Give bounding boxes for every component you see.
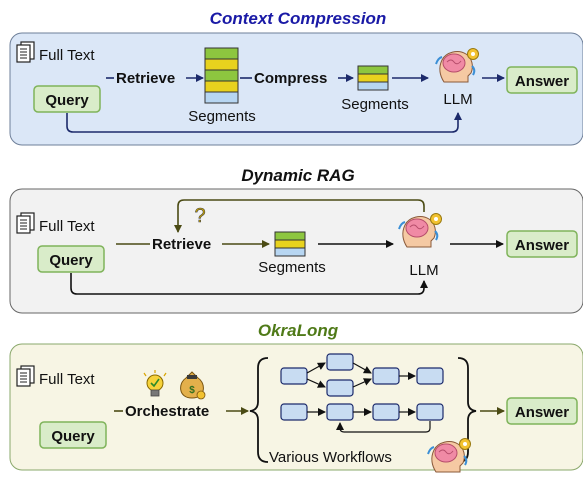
answer-box-1 <box>506 66 578 94</box>
retrieve-label: Retrieve <box>116 70 175 87</box>
document-icon <box>16 41 35 63</box>
panel2-title: Dynamic RAG <box>241 166 354 185</box>
arrow-query-to-llm-1 <box>66 112 462 133</box>
panel1-frame <box>9 32 583 146</box>
question-mark: ? <box>194 205 205 227</box>
feedback-loop-arrow <box>174 199 425 233</box>
answer-label-3: Answer <box>515 404 569 421</box>
compress-label: Compress <box>254 70 327 87</box>
lightbulb-icon <box>143 370 167 397</box>
workflow-graph-2 <box>280 403 444 433</box>
segments-stack-full <box>204 47 239 104</box>
full-text-label-3: Full Text <box>39 371 95 388</box>
segments-stack-compressed <box>357 65 389 91</box>
answer-label-1: Answer <box>515 73 569 90</box>
answer-box-2 <box>506 230 578 258</box>
money-bag-icon: $ <box>180 371 206 400</box>
panel1-title: Context Compression <box>210 9 387 28</box>
segments-label-1: Segments <box>188 108 256 125</box>
full-text-label: Full Text <box>39 47 95 64</box>
panel3-title: OkraLong <box>258 321 339 340</box>
query-box-3 <box>39 421 107 449</box>
llm-label-2: LLM <box>409 262 438 279</box>
document-icon <box>16 212 35 234</box>
svg-text:$: $ <box>189 385 195 396</box>
segments-label-2: Segments <box>341 96 409 113</box>
query-box-2 <box>37 245 105 273</box>
orchestrate-label: Orchestrate <box>125 403 209 420</box>
segments-label-3: Segments <box>258 259 326 276</box>
query-label-3: Query <box>51 428 95 445</box>
answer-box-3 <box>506 397 578 425</box>
document-icon <box>16 365 35 387</box>
query-box <box>33 85 101 113</box>
arrow-query-to-llm-2 <box>70 273 428 295</box>
retrieve-label-2: Retrieve <box>152 236 211 253</box>
workflow-graph-1 <box>280 353 444 397</box>
workflows-label: Various Workflows <box>269 449 392 466</box>
segments-stack-2 <box>274 231 306 257</box>
answer-label-2: Answer <box>515 237 569 254</box>
query-label: Query <box>45 92 89 109</box>
query-label-2: Query <box>49 252 93 269</box>
llm-label-1: LLM <box>443 91 472 108</box>
left-brace <box>249 357 269 463</box>
full-text-label-2: Full Text <box>39 218 95 235</box>
right-brace <box>457 357 477 463</box>
